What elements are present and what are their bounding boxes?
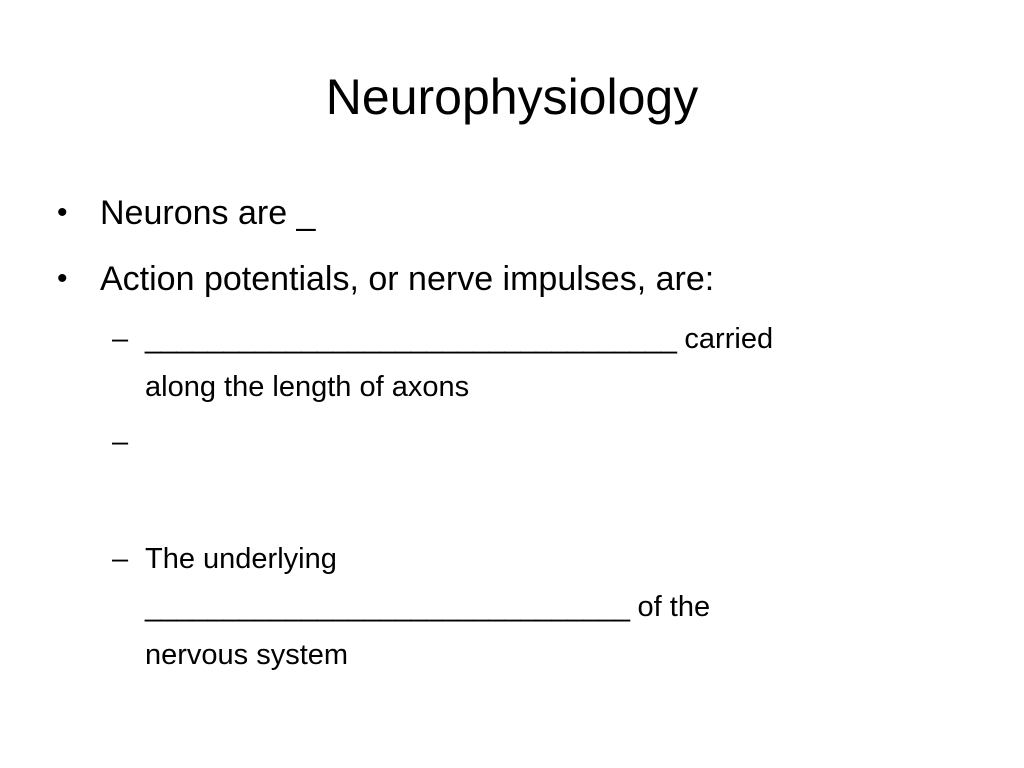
sub-bullet-3-line-1: The underlying [145,543,337,575]
sub-bullet-1-line-2: along the length of axons [145,371,470,403]
slide-title: Neurophysiology [325,69,699,125]
sub-bullet-marker: – [112,426,129,458]
bullet-neurons: Neurons are _ [100,194,316,232]
sub-bullet-marker: – [112,543,129,575]
bullet-marker: • [57,262,68,295]
sub-bullet-3-line-3: nervous system [145,639,349,671]
sub-bullet-3-line-2: _______________________________ of the [145,583,710,631]
bullet-action-potentials: Action potentials, or nerve impulses, ar… [100,260,715,298]
sub-bullet-marker: – [112,323,129,355]
sub-bullet-1-text: carried [676,323,774,355]
fill-in-blank: _______________________________ [145,591,630,623]
bullet-marker: • [57,196,68,229]
sub-bullet-3-text: of the [629,591,711,623]
fill-in-blank: __________________________________ [145,323,677,355]
sub-bullet-1-line-1: __________________________________ carri… [145,315,773,363]
